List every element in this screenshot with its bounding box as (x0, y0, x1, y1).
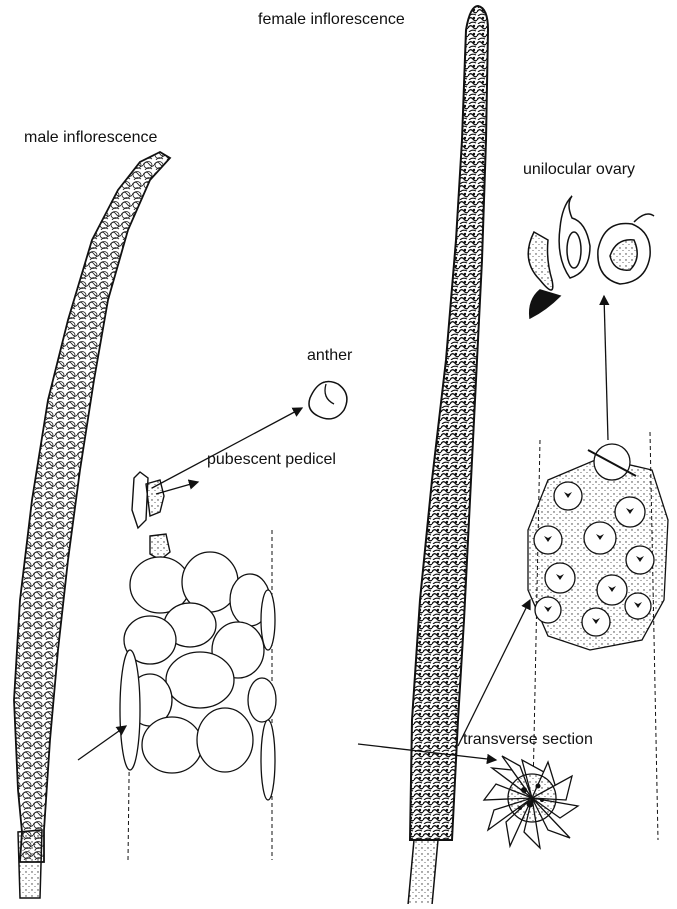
label-anther: anther (307, 348, 352, 364)
label-unilocular-ovary: unilocular ovary (523, 162, 635, 178)
label-male-inflorescence: male inflorescence (24, 130, 157, 146)
transverse-section-drawing (484, 756, 578, 848)
male-stamen-detail (132, 472, 170, 560)
male-inflorescence (14, 152, 170, 898)
unilocular-ovary-drawing (528, 196, 654, 318)
label-pubescent-pedicel: pubescent pedicel (207, 452, 336, 468)
male-section-detail (120, 530, 276, 860)
label-transverse-section: transverse section (463, 732, 593, 748)
label-female-inflorescence: female inflorescence (258, 12, 405, 28)
female-inflorescence (408, 6, 488, 904)
anther-drawing (309, 381, 347, 418)
